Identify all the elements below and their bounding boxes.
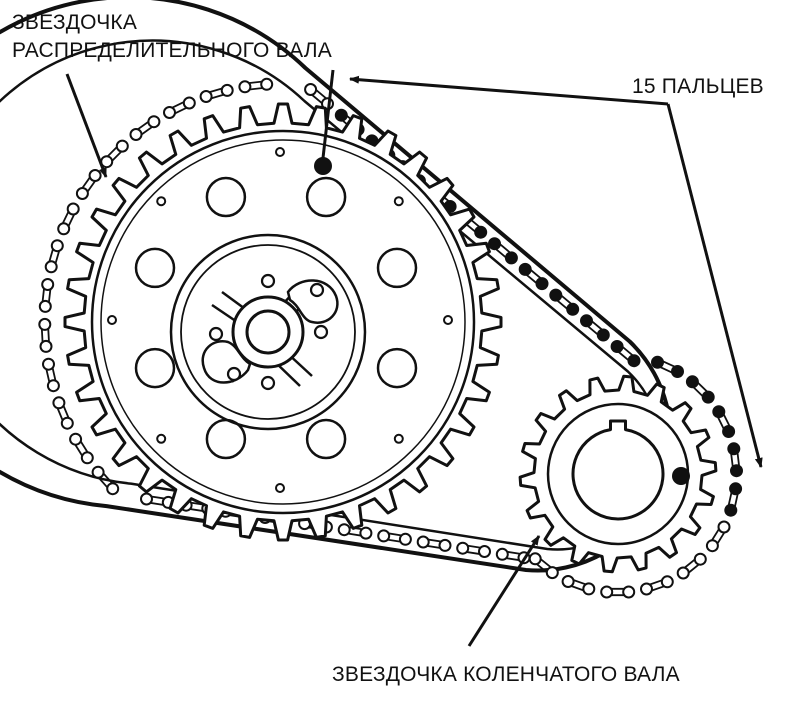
camshaft-sprocket-label-line1: ЗВЕЗДОЧКА — [12, 11, 137, 34]
camshaft-hub-ring-inner — [180, 244, 356, 420]
camshaft-sprocket-rim — [90, 129, 476, 515]
chain-link-highlighted — [685, 375, 715, 404]
camshaft-lightening-hole — [205, 176, 247, 218]
chain-link — [163, 96, 196, 119]
chain-link — [377, 529, 412, 546]
chain-link — [52, 396, 74, 430]
camshaft-hub-bolt-hole — [260, 375, 276, 391]
camshaft-center-bore — [245, 309, 291, 355]
chain-link — [238, 77, 274, 94]
chain-link — [42, 357, 60, 393]
camshaft-lightening-hole — [376, 247, 418, 289]
chain-link — [304, 83, 334, 111]
chain-link-highlighted — [518, 262, 549, 291]
camshaft-hub-ring — [169, 233, 367, 431]
chain-link — [456, 541, 491, 558]
chain-link — [38, 278, 55, 313]
camshaft-lightening-hole — [305, 176, 347, 218]
chain-link-highlighted — [549, 288, 580, 316]
chain-link — [561, 575, 596, 596]
camshaft-lightening-hole — [134, 347, 176, 389]
chain-link-highlighted — [610, 340, 641, 368]
chain-link-highlighted — [488, 237, 518, 265]
chain-link-highlighted — [724, 482, 743, 517]
crankshaft-bore-with-keyway — [571, 419, 665, 521]
chain-link — [640, 575, 674, 596]
chain-link-highlighted — [712, 405, 736, 438]
crankshaft-sprocket — [518, 374, 718, 574]
chain-link — [140, 492, 175, 509]
camshaft-leader-line — [65, 73, 108, 178]
camshaft-rim-bolt-hole — [156, 433, 167, 444]
chain-link — [528, 552, 559, 580]
crankshaft-leader-line — [467, 535, 541, 647]
camshaft-rim-bolt-hole — [275, 147, 285, 157]
camshaft-lightening-hole — [376, 347, 418, 389]
pins-count-label: 15 ПАЛЬЦЕВ — [632, 75, 764, 98]
camshaft-hub-bolt-hole — [226, 366, 242, 382]
chain-link — [100, 139, 129, 169]
chain-link — [199, 83, 234, 103]
leader-lines — [65, 69, 763, 647]
chain-link — [57, 202, 80, 236]
camshaft-sprocket — [63, 102, 503, 542]
camshaft-hub-bolt-hole — [313, 324, 329, 340]
camshaft-rim-bolt-holes — [107, 147, 453, 493]
camshaft-sprocket-label-line2: РАСПРЕДЕЛИТЕЛЬНОГО ВАЛА — [12, 39, 332, 62]
chain-link — [416, 535, 452, 552]
camshaft-lightening-holes — [134, 176, 418, 460]
pins-bracket-side — [666, 103, 763, 468]
chain-link — [676, 552, 707, 580]
chain-link — [337, 523, 373, 540]
camshaft-rim-bolt-hole — [107, 315, 117, 325]
camshaft-hub-bolt-hole — [309, 282, 325, 298]
camshaft-rim-bolt-hole — [275, 483, 285, 493]
chain-link — [69, 432, 94, 465]
camshaft-timing-mark — [314, 157, 332, 175]
chain-link — [600, 585, 636, 599]
camshaft-mark-leader-line — [321, 69, 335, 159]
crankshaft-sprocket-label: ЗВЕЗДОЧКА КОЛЕНЧАТОГО ВАЛА — [332, 663, 680, 686]
chain-link-highlighted — [651, 355, 684, 378]
camshaft-rim-bolt-hole — [443, 315, 453, 325]
pins-bracket-top — [349, 75, 669, 106]
camshaft-rim-bolt-hole — [393, 433, 404, 444]
camshaft-hub-lobe-upper — [286, 279, 339, 324]
camshaft-lightening-hole — [305, 418, 347, 460]
camshaft-hub-bolt-hole — [260, 273, 276, 289]
chain-link — [44, 239, 64, 274]
chain-link — [129, 115, 161, 141]
camshaft-sprocket-rim-inner — [100, 139, 466, 505]
chain-link-highlighted — [727, 442, 743, 478]
camshaft-hub-bolt-hole — [208, 326, 224, 342]
camshaft-lightening-hole — [134, 247, 176, 289]
chain-link — [91, 465, 120, 496]
chain-link — [705, 520, 731, 553]
chain-link-highlighted — [580, 314, 610, 342]
chain-link — [75, 169, 102, 200]
camshaft-rim-bolt-hole — [393, 196, 404, 207]
camshaft-rim-bolt-hole — [156, 196, 167, 207]
camshaft-hub-bolt-holes — [208, 273, 329, 391]
crankshaft-timing-mark — [672, 467, 690, 485]
chain-link — [38, 317, 53, 353]
